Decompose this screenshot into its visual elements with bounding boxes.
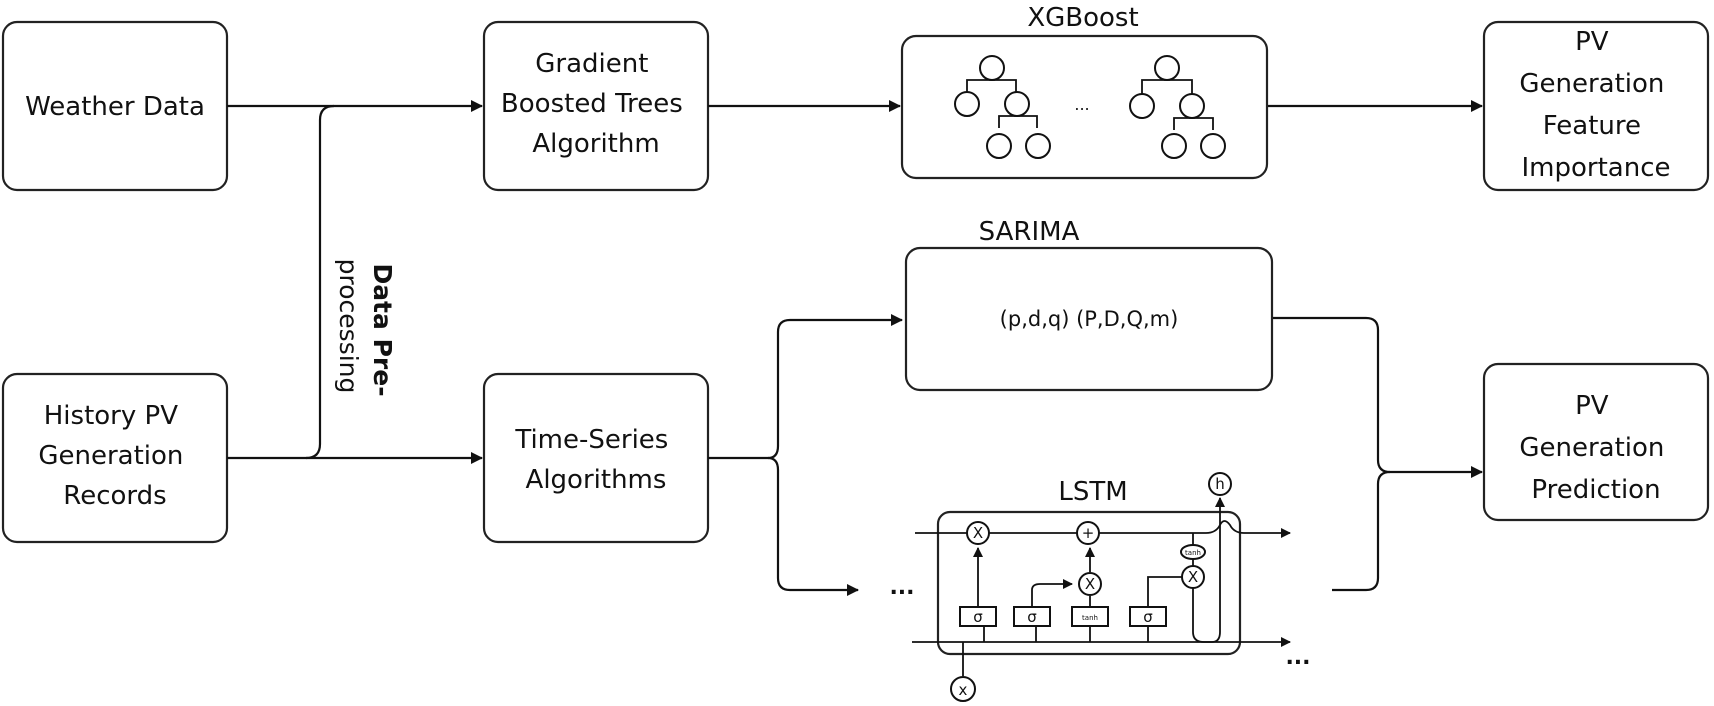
- tree-icon-2: [1129, 55, 1226, 159]
- sarima-title: SARIMA: [979, 217, 1080, 247]
- history-pv-node: History PV Generation Records: [1, 372, 229, 544]
- feature-importance-label: PV Generation Feature Importance: [1519, 27, 1672, 183]
- prediction-node: PV Generation Prediction: [1482, 362, 1710, 522]
- prediction-label: PV Generation Prediction: [1519, 391, 1672, 505]
- gradient-boosted-trees-node: Gradient Boosted Trees Algorithm: [482, 20, 710, 192]
- xgboost-ellipsis: ...: [1074, 95, 1089, 114]
- svg-text:σ: σ: [1143, 608, 1153, 626]
- tree-icon-1: [954, 55, 1051, 159]
- lstm-ellipsis-left: ...: [889, 575, 914, 600]
- history-pv-label: History PV Generation Records: [38, 401, 191, 511]
- svg-text:σ: σ: [1027, 608, 1037, 626]
- svg-text:σ: σ: [973, 608, 983, 626]
- forget-multiply-icon: X: [973, 524, 983, 542]
- output-gate: σ: [1129, 576, 1184, 642]
- edge-fork-to-lstm: [767, 456, 859, 596]
- edge-preprocessing-branch: [305, 104, 335, 460]
- sarima-params: (p,d,q) (P,D,Q,m): [1000, 307, 1179, 331]
- edge-lstm-to-merge: [1332, 470, 1391, 592]
- weather-data-node: Weather Data: [1, 20, 229, 192]
- forget-gate: σ: [959, 547, 997, 642]
- feature-importance-node: PV Generation Feature Importance: [1482, 20, 1710, 192]
- lstm-ellipsis-right: ...: [1285, 645, 1310, 670]
- edge-sarima-to-merge: [1272, 316, 1391, 474]
- preprocessing-label: processing Data Pre-: [334, 259, 397, 402]
- cell-tanh-icon: tanh: [1185, 549, 1201, 557]
- weather-data-label: Weather Data: [25, 92, 205, 122]
- input-x-icon: x: [959, 681, 968, 699]
- edge-fork-to-sarima: [767, 314, 903, 460]
- gradient-boosted-label: Gradient Boosted Trees Algorithm: [501, 49, 691, 159]
- sarima-model: SARIMA (p,d,q) (P,D,Q,m): [904, 217, 1274, 392]
- xgboost-title: XGBoost: [1027, 3, 1138, 33]
- add-icon: +: [1082, 524, 1095, 542]
- input-multiply-icon: X: [1085, 575, 1095, 593]
- cell-state-line: [915, 520, 1291, 538]
- hidden-output-icon: h: [1215, 475, 1225, 493]
- xgboost-model: XGBoost ...: [900, 3, 1269, 180]
- time-series-label: Time-Series Algorithms: [514, 425, 676, 495]
- svg-text:tanh: tanh: [1082, 614, 1098, 622]
- output-multiply-icon: X: [1188, 568, 1198, 586]
- time-series-node: Time-Series Algorithms: [482, 372, 710, 544]
- lstm-model: LSTM ... ... x σ σ tanh: [889, 472, 1311, 702]
- candidate-gate: tanh: [1071, 596, 1109, 642]
- input-gate: σ: [1013, 579, 1073, 642]
- lstm-title: LSTM: [1058, 477, 1127, 507]
